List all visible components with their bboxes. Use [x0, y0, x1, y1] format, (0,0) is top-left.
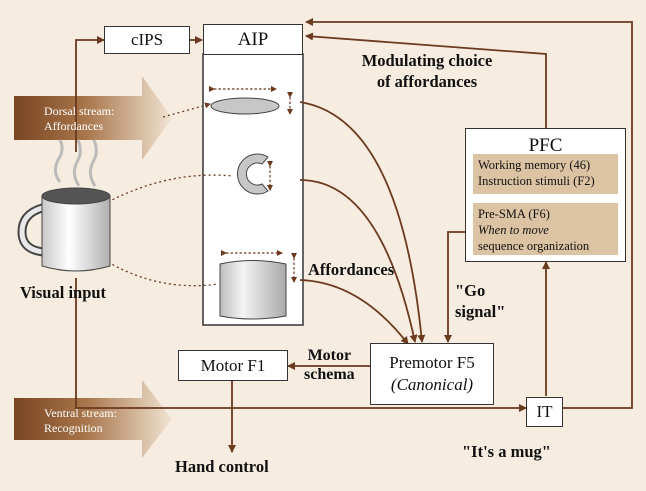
size-indicators — [209, 86, 297, 283]
motor-f1-box: Motor F1 — [178, 350, 288, 381]
wire-pfc-to-aip — [305, 32, 547, 128]
visual-input-dotted-lines — [107, 102, 234, 287]
go-signal-label: "Go signal" — [455, 281, 506, 321]
motor-schema-label: Motor schema — [304, 347, 355, 383]
ventral-stream-label: Ventral stream: Recognition — [44, 406, 117, 435]
premotor-f5-box: Premotor F5 (Canonical) — [370, 343, 494, 405]
its-a-mug-label: "It's a mug" — [462, 442, 551, 461]
mug-image — [17, 139, 111, 272]
visual-input-label: Visual input — [20, 283, 107, 302]
aip-box: AIP — [203, 24, 303, 55]
cips-box: cIPS — [104, 26, 190, 54]
affordances-label: Affordances — [308, 260, 395, 279]
hand-control-label: Hand control — [175, 457, 269, 476]
wire-c-to-f5 — [299, 179, 418, 343]
cylinder-shape — [219, 260, 287, 320]
dorsal-stream-arrow — [14, 76, 172, 160]
disc-shape — [210, 97, 280, 115]
it-box: IT — [526, 397, 563, 427]
pfc-pre-sma-panel: Pre-SMA (F6) When to move sequence organ… — [473, 203, 618, 255]
c-shape — [237, 153, 269, 195]
wire-to-cips — [75, 36, 105, 152]
wire-disc-to-f5 — [299, 101, 426, 343]
modulating-choice-label: Modulating choice of affordances — [361, 51, 493, 91]
wire-go-signal — [444, 231, 466, 343]
wire-cyl-to-f5 — [299, 279, 409, 345]
pfc-working-memory-panel: Working memory (46) Instruction stimuli … — [473, 154, 618, 194]
dorsal-stream-label: Dorsal stream: Affordances — [44, 104, 115, 133]
ventral-stream-arrow — [14, 380, 172, 458]
wire-it-to-aip — [305, 18, 633, 409]
wire-mug-to-it — [75, 278, 527, 412]
